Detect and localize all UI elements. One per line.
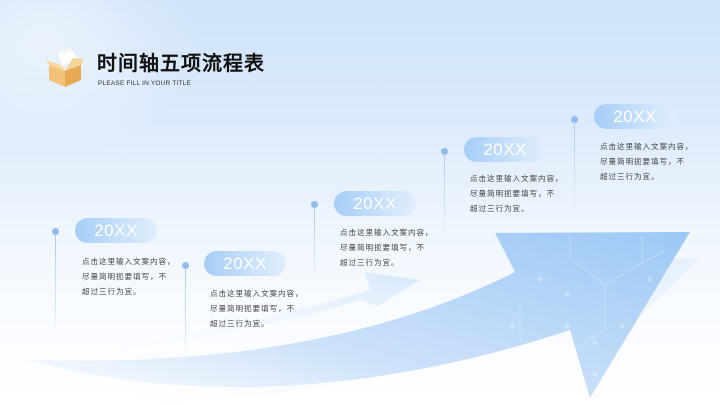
timeline-dot [52, 228, 59, 235]
description-line: 超过三行为宜。 [82, 286, 142, 296]
description-line: 点击这里输入文案内容， [340, 228, 434, 237]
year-badge: 20XX [75, 218, 157, 243]
description-line: 尽量简明扼要填写，不 [600, 156, 685, 166]
background-haze [0, 0, 200, 160]
year-badge: 20XX [334, 191, 416, 216]
description-line: 点击这里输入文案内容， [600, 142, 694, 151]
description-line: 尽量简明扼要填写，不 [340, 242, 425, 252]
description-line: 尽量简明扼要填写，不 [82, 271, 167, 281]
item-description: 点击这里输入文案内容， 尽量简明扼要填写，不 超过三行为宜。 [600, 140, 700, 184]
timeline-connector-line [55, 232, 56, 337]
timeline-dot [441, 148, 448, 155]
timeline-connector-line [574, 120, 575, 220]
description-line: 超过三行为宜。 [340, 257, 400, 267]
item-description: 点击这里输入文案内容， 尽量简明扼要填写，不 超过三行为宜。 [470, 172, 570, 216]
description-line: 尽量简明扼要填写，不 [470, 188, 555, 198]
description-line: 点击这里输入文案内容， [210, 289, 304, 298]
timeline-connector-line [444, 152, 445, 242]
timeline-dot [182, 262, 189, 269]
description-line: 超过三行为宜。 [210, 318, 270, 328]
description-line: 超过三行为宜。 [600, 171, 660, 181]
description-line: 点击这里输入文案内容， [470, 174, 564, 183]
year-badge: 20XX [594, 104, 676, 129]
description-line: 尽量简明扼要填写，不 [210, 303, 295, 313]
year-badge: 20XX [204, 251, 286, 276]
timeline-connector-line [185, 266, 186, 362]
description-line: 超过三行为宜。 [470, 203, 530, 213]
timeline-connector-line [314, 205, 315, 285]
item-description: 点击这里输入文案内容， 尽量简明扼要填写，不 超过三行为宜。 [82, 255, 182, 299]
page-title: 时间轴五项流程表 [97, 51, 265, 75]
timeline-dot [311, 201, 318, 208]
timeline-dot [571, 116, 578, 123]
description-line: 点击这里输入文案内容， [82, 257, 176, 266]
item-description: 点击这里输入文案内容， 尽量简明扼要填写，不 超过三行为宜。 [210, 287, 310, 331]
year-badge: 20XX [464, 137, 546, 162]
open-box-icon [45, 45, 85, 89]
item-description: 点击这里输入文案内容， 尽量简明扼要填写，不 超过三行为宜。 [340, 226, 440, 270]
page-subtitle: PLEASE FILL IN YOUR TITLE [98, 80, 192, 87]
